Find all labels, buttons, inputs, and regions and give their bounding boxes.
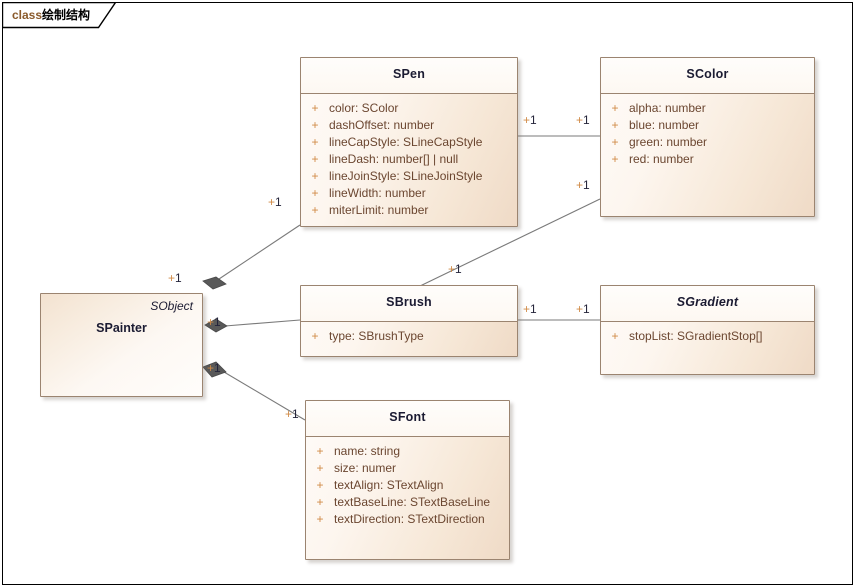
- visibility-marker: +: [611, 152, 619, 166]
- visibility-marker: +: [316, 512, 324, 526]
- attribute-signature: miterLimit: number: [329, 203, 429, 217]
- class-box-sbrush[interactable]: SBrush + type: SBrushType: [300, 285, 518, 357]
- attribute-row: + name: string: [306, 443, 509, 460]
- class-box-spainter[interactable]: SObject SPainter: [40, 293, 203, 397]
- multiplicity-sgradient-left: +1: [576, 302, 590, 316]
- multiplicity-scolor-left-top: +1: [576, 113, 590, 127]
- class-name-sgradient: SGradient: [676, 295, 739, 309]
- class-header-sgradient: SGradient: [601, 286, 814, 322]
- attribute-row: + red: number: [601, 151, 814, 168]
- class-box-spen[interactable]: SPen + color: SColor + dashOffset: number …: [300, 57, 518, 227]
- attribute-signature: lineDash: number[] | null: [329, 152, 459, 166]
- class-attributes-spen: + color: SColor + dashOffset: number + line…: [301, 94, 517, 219]
- class-header-sbrush: SBrush: [301, 286, 517, 322]
- class-box-sfont[interactable]: SFont + name: string + size: numer + textAl…: [305, 400, 510, 560]
- attribute-row: + lineCapStyle: SLineCapStyle: [301, 134, 517, 151]
- multiplicity-spainter-mid: +1: [207, 315, 221, 329]
- attribute-row: + dashOffset: number: [301, 117, 517, 134]
- attribute-signature: size: numer: [334, 461, 397, 475]
- attribute-row: + stopList: SGradientStop[]: [601, 328, 814, 345]
- attribute-row: + green: number: [601, 134, 814, 151]
- multiplicity-sbrush-right: +1: [523, 302, 537, 316]
- visibility-marker: +: [311, 152, 319, 166]
- visibility-marker: +: [311, 118, 319, 132]
- link-spainter-spen: [202, 224, 301, 290]
- attribute-signature: green: number: [629, 135, 708, 149]
- visibility-marker: +: [311, 169, 319, 183]
- class-attributes-scolor: + alpha: number + blue: number + green: num…: [601, 94, 814, 168]
- attribute-row: + textAlign: STextAlign: [306, 477, 509, 494]
- attribute-row: + blue: number: [601, 117, 814, 134]
- visibility-marker: +: [316, 478, 324, 492]
- attribute-signature: textAlign: STextAlign: [334, 478, 444, 492]
- attribute-signature: stopList: SGradientStop[]: [629, 329, 763, 343]
- visibility-marker: +: [311, 101, 319, 115]
- attribute-signature: name: string: [334, 444, 401, 458]
- attribute-signature: dashOffset: number: [329, 118, 435, 132]
- attribute-signature: textBaseLine: STextBaseLine: [334, 495, 491, 509]
- multiplicity-spen-right: +1: [523, 113, 537, 127]
- class-box-sgradient[interactable]: SGradient + stopList: SGradientStop[]: [600, 285, 815, 375]
- attribute-signature: color: SColor: [329, 101, 399, 115]
- class-box-scolor[interactable]: SColor + alpha: number + blue: number + gre…: [600, 57, 815, 217]
- attribute-signature: blue: number: [629, 118, 700, 132]
- attribute-signature: lineWidth: number: [329, 186, 426, 200]
- class-name-spen: SPen: [392, 67, 426, 81]
- attribute-signature: lineCapStyle: SLineCapStyle: [329, 135, 483, 149]
- class-stereotype-spainter: SObject: [150, 299, 193, 313]
- visibility-marker: +: [611, 101, 619, 115]
- attribute-row: + lineDash: number[] | null: [301, 151, 517, 168]
- multiplicity-scolor-left-bottom: +1: [576, 178, 590, 192]
- attribute-signature: alpha: number: [629, 101, 706, 115]
- class-attributes-sgradient: + stopList: SGradientStop[]: [601, 322, 814, 345]
- class-header-spen: SPen: [301, 58, 517, 94]
- attribute-row: + textBaseLine: STextBaseLine: [306, 494, 509, 511]
- multiplicity-sbrush-up: +1: [448, 262, 462, 276]
- diagram-title-name: 绘制结构: [42, 8, 91, 22]
- visibility-marker: +: [311, 135, 319, 149]
- attribute-signature: type: SBrushType: [329, 329, 424, 343]
- attribute-row: + lineJoinStyle: SLineJoinStyle: [301, 168, 517, 185]
- class-attributes-sfont: + name: string + size: numer + textAlign: S…: [306, 437, 509, 528]
- attribute-signature: textDirection: STextDirection: [334, 512, 485, 526]
- class-name-sfont: SFont: [389, 410, 426, 424]
- attribute-row: + lineWidth: number: [301, 185, 517, 202]
- visibility-marker: +: [311, 329, 319, 343]
- class-header-scolor: SColor: [601, 58, 814, 94]
- visibility-marker: +: [311, 203, 319, 217]
- visibility-marker: +: [611, 135, 619, 149]
- diagram-title-keyword: class: [12, 8, 43, 22]
- diagram-title: class绘制结构: [12, 6, 90, 24]
- attribute-row: + color: SColor: [301, 100, 517, 117]
- attribute-row: + miterLimit: number: [301, 202, 517, 219]
- visibility-marker: +: [611, 118, 619, 132]
- frame-tab-shape-icon: [2, 2, 117, 29]
- attribute-row: + alpha: number: [601, 100, 814, 117]
- attribute-signature: red: number: [629, 152, 694, 166]
- visibility-marker: +: [316, 495, 324, 509]
- multiplicity-spainter-top: +1: [168, 271, 182, 285]
- multiplicity-spainter-bottom: +1: [207, 361, 221, 375]
- visibility-marker: +: [316, 461, 324, 475]
- attribute-signature: lineJoinStyle: SLineJoinStyle: [329, 169, 483, 183]
- visibility-marker: +: [611, 329, 619, 343]
- diagram-frame-tab: class绘制结构: [2, 2, 117, 29]
- visibility-marker: +: [316, 444, 324, 458]
- visibility-marker: +: [311, 186, 319, 200]
- class-name-spainter: SPainter: [96, 321, 147, 335]
- attribute-row: + type: SBrushType: [301, 328, 517, 345]
- class-name-sbrush: SBrush: [386, 295, 432, 309]
- multiplicity-spen-left: +1: [268, 195, 282, 209]
- class-header-sfont: SFont: [306, 401, 509, 437]
- multiplicity-sfont-left: +1: [285, 407, 299, 421]
- attribute-row: + size: numer: [306, 460, 509, 477]
- class-attributes-sbrush: + type: SBrushType: [301, 322, 517, 345]
- class-name-scolor: SColor: [686, 67, 729, 81]
- attribute-row: + textDirection: STextDirection: [306, 511, 509, 528]
